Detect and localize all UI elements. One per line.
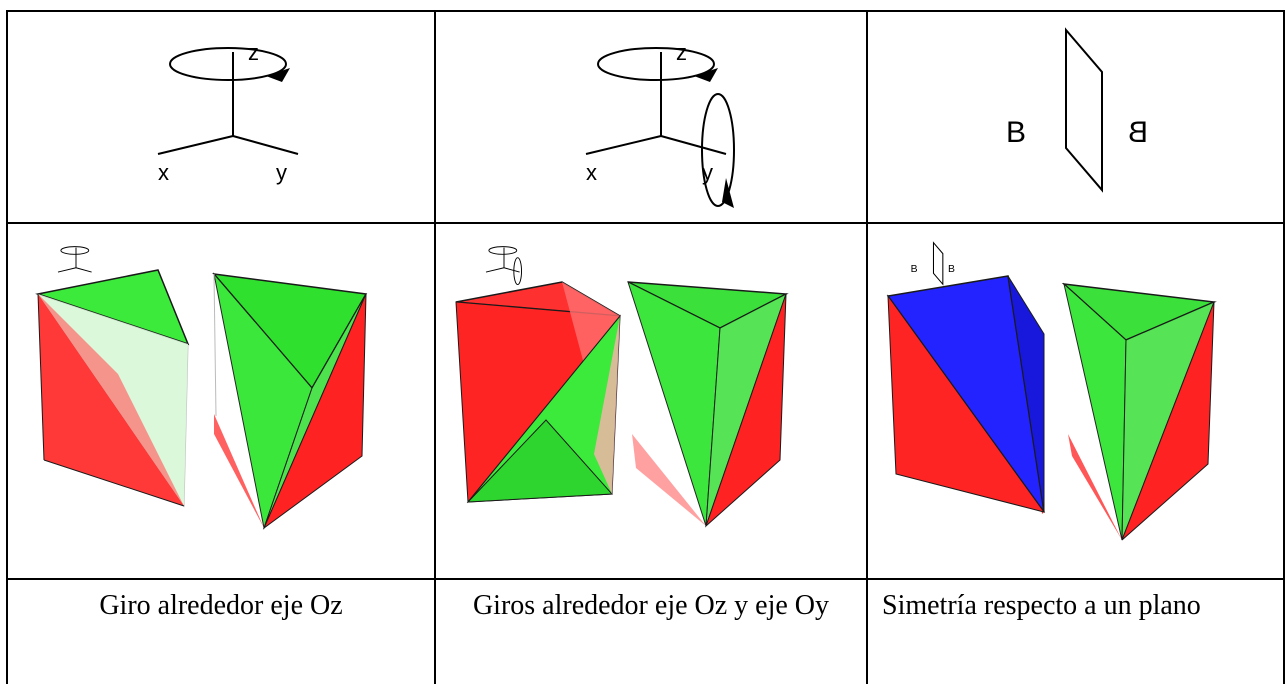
prism-illustration-plane: B B — [886, 241, 1217, 541]
mini-plane-symmetry-icon: B B — [911, 241, 955, 286]
letter-b-mirrored: B — [1128, 116, 1148, 149]
symbol-cell-oz: z x y — [6, 10, 436, 224]
mini-rotation-oz-icon — [57, 246, 92, 273]
prism-cell-oz — [6, 222, 436, 580]
z-axis-label: z — [248, 40, 259, 65]
mini-letter-b: B — [911, 264, 918, 275]
transformations-table: z x y z x y B — [6, 10, 1285, 684]
x-axis-label: x — [158, 160, 169, 185]
mini-rotation-oz-oy-icon — [485, 246, 523, 286]
y-axis-label: y — [276, 160, 287, 185]
letter-b: B — [1006, 116, 1026, 149]
rotation-oz-oy-icon: z x y — [585, 40, 735, 208]
prism-illustration-oz-oy — [455, 246, 789, 528]
prism-illustration-oz — [35, 246, 368, 530]
z-axis-label: z — [676, 40, 687, 65]
rotation-oz-icon: z x y — [157, 40, 299, 185]
plane-symmetry-icon: B B — [1006, 27, 1148, 193]
prism-cell-plane: B B — [866, 222, 1285, 580]
caption-plane: Simetría respecto a un plano — [882, 590, 1201, 621]
caption-cell-oz: Giro alrededor eje Oz — [6, 578, 436, 684]
caption-oz: Giro alrededor eje Oz — [99, 590, 343, 621]
mini-letter-b-2: B — [948, 264, 955, 275]
symbol-cell-plane: B B — [866, 10, 1285, 224]
x-axis-label: x — [586, 160, 597, 185]
prism-cell-oz-oy — [434, 222, 868, 580]
symbol-cell-oz-oy: z x y — [434, 10, 868, 224]
caption-cell-plane: Simetría respecto a un plano — [866, 578, 1285, 684]
caption-cell-oz-oy: Giros alrededor eje Oz y eje Oy — [434, 578, 868, 684]
caption-oz-oy: Giros alrededor eje Oz y eje Oy — [472, 590, 830, 621]
y-axis-label: y — [702, 160, 713, 185]
